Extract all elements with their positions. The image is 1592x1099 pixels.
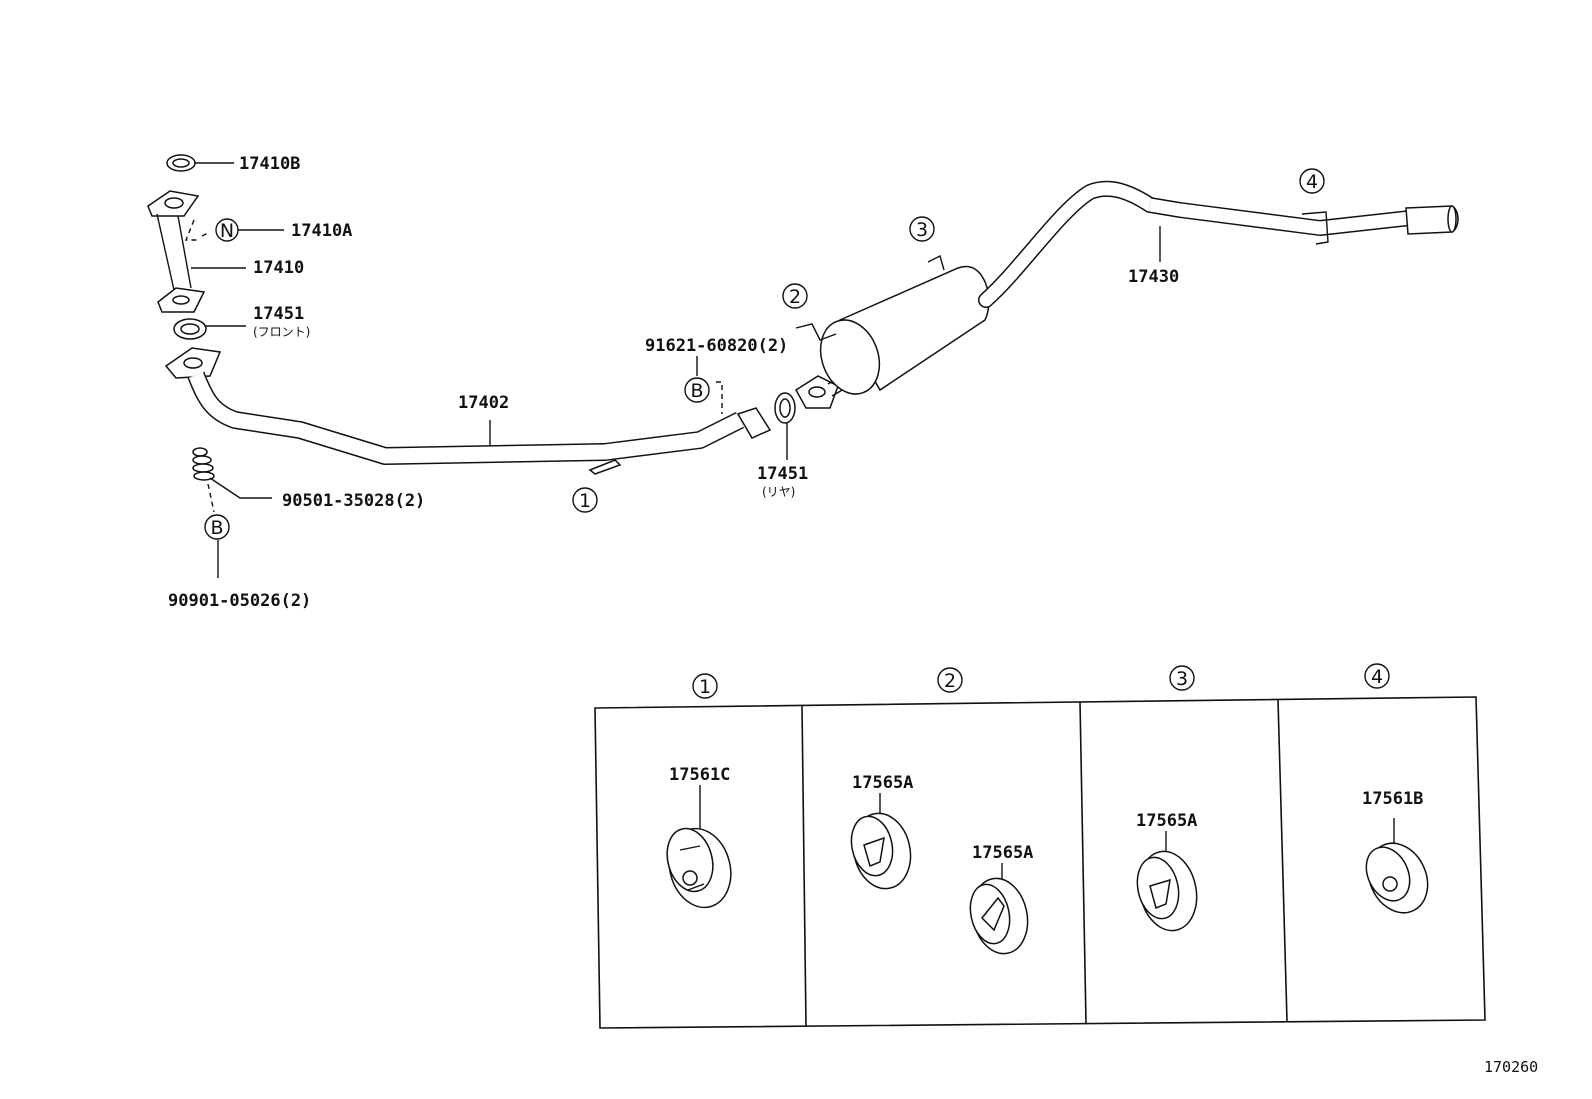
table-header-2: 2 <box>937 667 963 693</box>
rubber-hanger-17565a-2 <box>969 877 1029 955</box>
label-17565a-3: 17565A <box>1136 811 1197 831</box>
svg-text:4: 4 <box>1306 171 1318 193</box>
rubber-hanger-17561b <box>1365 842 1429 914</box>
label-17410: 17410 <box>253 258 304 278</box>
table-header-3: 3 <box>1169 665 1195 691</box>
label-17402: 17402 <box>458 393 509 413</box>
marker-b-upper: B <box>684 377 710 403</box>
label-17451-front-note: (フロント) <box>253 325 310 339</box>
label-17561b: 17561B <box>1362 789 1423 809</box>
table-header-1: 1 <box>692 673 718 699</box>
gasket-17451-front <box>173 318 246 340</box>
svg-text:2: 2 <box>944 670 956 692</box>
gasket-17451-rear <box>774 392 796 460</box>
svg-text:1: 1 <box>699 676 711 698</box>
rubber-hanger-17565a-3 <box>1136 850 1198 932</box>
marker-b-lower: B <box>204 514 230 540</box>
label-91621: 91621-60820(2) <box>645 336 788 356</box>
label-17451-rear: 17451 <box>757 464 808 484</box>
rubber-hanger-17561c <box>666 827 732 909</box>
detail-table <box>594 696 1486 1029</box>
label-17451-rear-note: (リヤ) <box>762 485 795 499</box>
marker-3: 3 <box>909 216 935 242</box>
label-90501: 90501-35028(2) <box>282 491 425 511</box>
svg-text:B: B <box>690 380 703 402</box>
table-header-4: 4 <box>1364 663 1390 689</box>
svg-text:1: 1 <box>579 490 591 512</box>
manifold-pipe-17410 <box>147 190 246 313</box>
svg-text:B: B <box>210 517 223 539</box>
spring-90501 <box>192 447 272 499</box>
svg-text:4: 4 <box>1371 666 1383 688</box>
label-17451-front: 17451 <box>253 304 304 324</box>
marker-2: 2 <box>782 283 808 309</box>
label-17561c: 17561C <box>669 765 730 785</box>
marker-1: 1 <box>572 487 598 513</box>
gasket-17410b <box>166 154 234 172</box>
label-17430: 17430 <box>1128 267 1179 287</box>
marker-n: N <box>215 218 239 242</box>
label-17410b: 17410B <box>239 154 300 174</box>
figure-number: 170260 <box>1484 1058 1538 1076</box>
svg-text:N: N <box>220 220 234 242</box>
label-17565a-2: 17565A <box>972 843 1033 863</box>
svg-text:3: 3 <box>916 219 928 241</box>
svg-text:3: 3 <box>1176 668 1188 690</box>
rubber-hanger-17565a-1 <box>850 812 912 890</box>
front-pipe-17402 <box>164 347 772 475</box>
marker-4: 4 <box>1299 168 1325 194</box>
label-17410a: 17410A <box>291 221 352 241</box>
label-17565a-1: 17565A <box>852 773 913 793</box>
label-90901: 90901-05026(2) <box>168 591 311 611</box>
svg-text:2: 2 <box>789 286 801 308</box>
muffler-assembly <box>795 180 1459 409</box>
